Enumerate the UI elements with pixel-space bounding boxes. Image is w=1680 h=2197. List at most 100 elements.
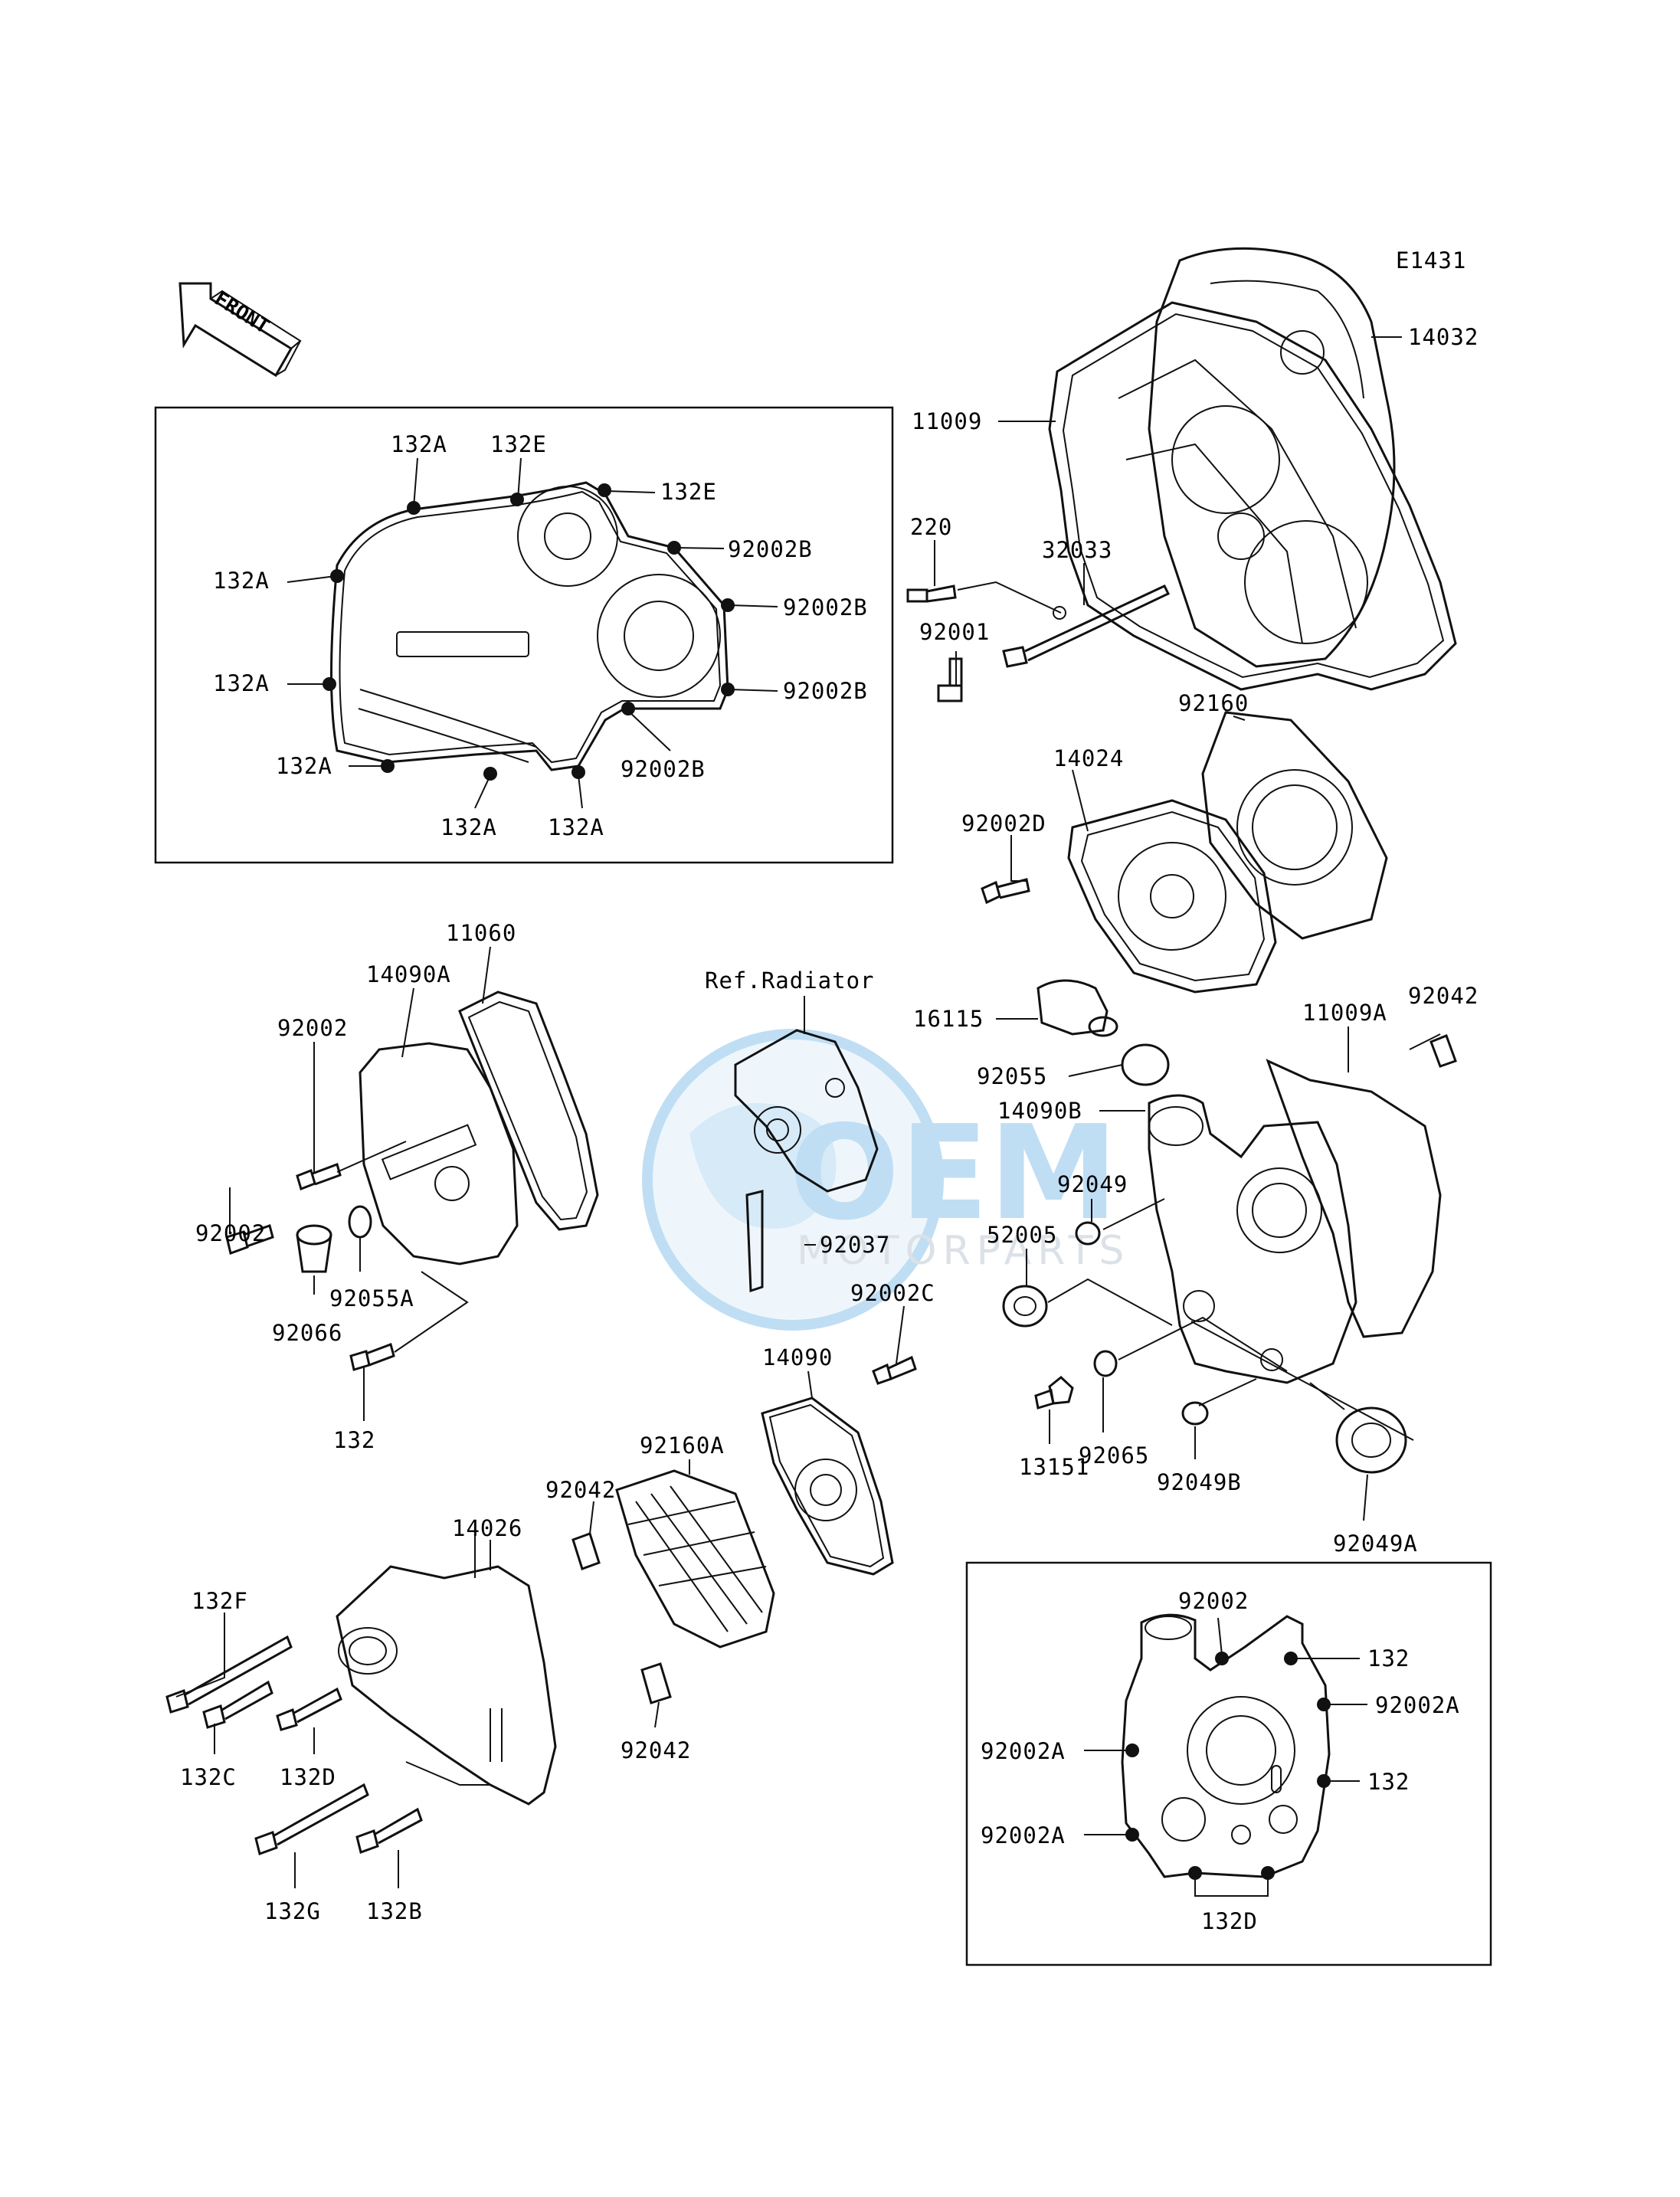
box-right-bolt-dots bbox=[1125, 1652, 1331, 1880]
cap-16115 bbox=[1036, 979, 1118, 1037]
label-92049: 92049 bbox=[1057, 1171, 1128, 1197]
bolt-92002-a bbox=[296, 1163, 342, 1190]
svg-text:132A: 132A bbox=[548, 814, 604, 840]
clip-92037 bbox=[745, 1190, 764, 1293]
label-132C: 132C bbox=[180, 1764, 237, 1790]
label-14032: 14032 bbox=[1408, 324, 1479, 350]
cover-14090A bbox=[359, 1042, 519, 1265]
svg-text:92002A: 92002A bbox=[981, 1738, 1066, 1764]
label-92002D: 92002D bbox=[961, 810, 1046, 837]
label-ref-radiator: Ref.Radiator bbox=[705, 968, 875, 994]
plate-14090 bbox=[761, 1396, 894, 1576]
front-arrow-icon: FRONT bbox=[178, 282, 302, 378]
label-92066: 92066 bbox=[272, 1320, 342, 1346]
svg-text:132A: 132A bbox=[440, 814, 497, 840]
filter-92160A bbox=[615, 1469, 775, 1649]
oring-92055 bbox=[1121, 1043, 1170, 1086]
label-14090B: 14090B bbox=[997, 1098, 1082, 1124]
bolt-92002-b bbox=[225, 1224, 274, 1255]
svg-text:132A: 132A bbox=[213, 568, 270, 594]
label-132: 132 bbox=[333, 1427, 375, 1453]
watermark-logo: OEM MOTORPARTS bbox=[642, 1029, 1130, 1331]
label-132G: 132G bbox=[264, 1898, 321, 1924]
box-left-labels: 132A 132E 132E 92002B 132A 92002B 132A 9… bbox=[213, 431, 868, 840]
label-132F: 132F bbox=[192, 1588, 248, 1614]
label-14090: 14090 bbox=[762, 1344, 833, 1370]
label-92055: 92055 bbox=[977, 1063, 1047, 1089]
rod-32033 bbox=[1002, 584, 1171, 668]
label-92002-a: 92002 bbox=[277, 1015, 348, 1041]
bolt-132 bbox=[349, 1343, 395, 1371]
label-16115: 16115 bbox=[913, 1006, 984, 1032]
bolt-92002C bbox=[872, 1355, 917, 1385]
pin-92042-a bbox=[1429, 1034, 1457, 1068]
svg-text:132E: 132E bbox=[660, 479, 717, 505]
label-92002C: 92002C bbox=[850, 1280, 935, 1306]
label-11009A: 11009A bbox=[1302, 1000, 1387, 1026]
label-11060: 11060 bbox=[446, 920, 516, 946]
box-left-frame bbox=[154, 406, 894, 864]
seal-92049 bbox=[1075, 1221, 1101, 1246]
gasket-11060 bbox=[458, 990, 599, 1231]
pin-92042-b bbox=[571, 1532, 601, 1570]
watermark-brand: OEM bbox=[789, 1098, 1118, 1249]
label-132B: 132B bbox=[366, 1898, 423, 1924]
label-14026: 14026 bbox=[452, 1515, 522, 1541]
watermark-sub: MOTORPARTS bbox=[797, 1228, 1130, 1274]
svg-text:132D: 132D bbox=[1201, 1908, 1258, 1934]
bolt-132D bbox=[276, 1687, 342, 1731]
svg-text:92002: 92002 bbox=[1178, 1588, 1249, 1614]
label-92042-b: 92042 bbox=[545, 1477, 616, 1503]
cover-14032 bbox=[1148, 247, 1396, 668]
clutch-cover-view bbox=[330, 481, 729, 771]
svg-text:132: 132 bbox=[1367, 1645, 1410, 1671]
svg-text:92002B: 92002B bbox=[728, 536, 813, 562]
gasket-11009A bbox=[1266, 1059, 1442, 1338]
diagram-code: E1431 bbox=[1396, 247, 1466, 273]
svg-text:132A: 132A bbox=[391, 431, 447, 457]
box-right-frame bbox=[965, 1561, 1492, 1966]
box-left-leaders bbox=[287, 457, 778, 809]
label-11009: 11009 bbox=[912, 408, 982, 434]
oring-92055A bbox=[348, 1205, 372, 1239]
right-cover-view bbox=[1121, 1613, 1331, 1878]
label-132D: 132D bbox=[280, 1764, 336, 1790]
bolt-92002D bbox=[981, 878, 1030, 905]
svg-text:92002B: 92002B bbox=[621, 756, 706, 782]
cover-14026 bbox=[336, 1565, 557, 1806]
label-92065: 92065 bbox=[1079, 1442, 1149, 1468]
plug-92066 bbox=[296, 1224, 332, 1273]
bolt-92001 bbox=[937, 657, 963, 702]
svg-text:92002B: 92002B bbox=[783, 594, 868, 620]
label-92160: 92160 bbox=[1178, 690, 1249, 716]
label-220: 220 bbox=[910, 514, 952, 540]
callout-labels: 14032 11009 220 32033 92001 92160 14024 … bbox=[180, 324, 1479, 1924]
label-92037: 92037 bbox=[820, 1232, 890, 1258]
seal-52005 bbox=[1002, 1285, 1048, 1328]
gasket-92160 bbox=[1201, 711, 1388, 940]
cover-14024 bbox=[1067, 799, 1277, 994]
bolt-132C bbox=[202, 1680, 273, 1729]
label-92042-c: 92042 bbox=[621, 1737, 691, 1763]
cover-14090B bbox=[1148, 1094, 1357, 1384]
bolt-220 bbox=[906, 584, 957, 603]
box-right-leaders bbox=[1084, 1617, 1367, 1897]
seal-92049A bbox=[1335, 1406, 1407, 1474]
bolt-132B bbox=[355, 1807, 423, 1854]
pin-92042-c bbox=[640, 1662, 672, 1704]
label-92160A: 92160A bbox=[640, 1432, 725, 1459]
label-14090A: 14090A bbox=[366, 961, 451, 987]
label-92001: 92001 bbox=[919, 619, 990, 645]
bolt-132G bbox=[254, 1783, 369, 1855]
label-92049A: 92049A bbox=[1333, 1531, 1418, 1557]
box-right-labels: 92002 132 92002A 92002A 132 92002A 132D bbox=[981, 1588, 1459, 1934]
label-92055A: 92055A bbox=[329, 1285, 414, 1311]
washer-92065 bbox=[1093, 1350, 1118, 1377]
svg-text:92002B: 92002B bbox=[783, 678, 868, 704]
seal-92049B bbox=[1181, 1401, 1209, 1426]
svg-text:132A: 132A bbox=[276, 753, 332, 779]
label-92002-b: 92002 bbox=[195, 1220, 266, 1246]
svg-text:132: 132 bbox=[1367, 1769, 1410, 1795]
label-52005: 52005 bbox=[987, 1222, 1057, 1248]
